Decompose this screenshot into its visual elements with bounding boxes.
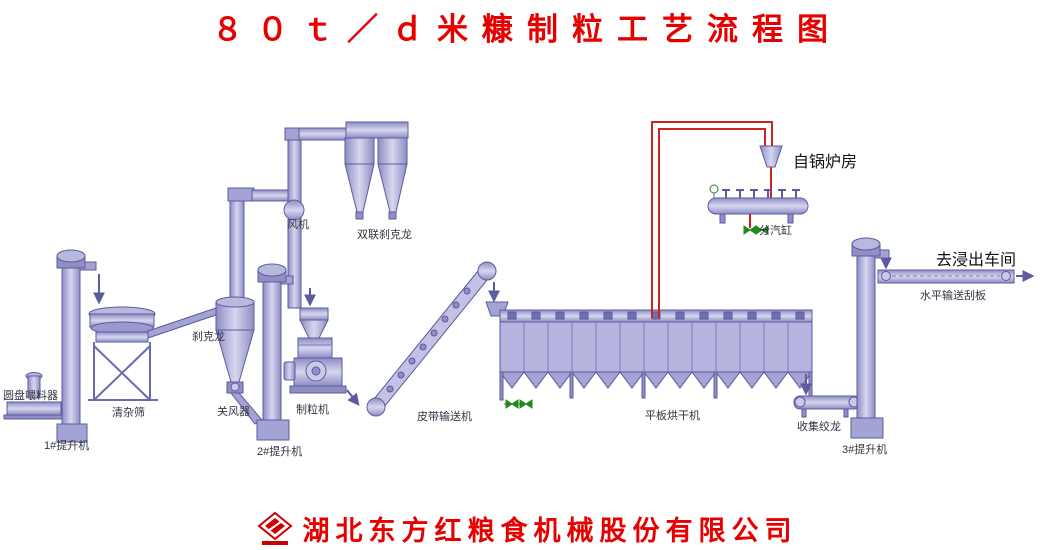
label-disc-feeder: 圆盘喂料器: [3, 388, 58, 402]
company-logo: [256, 511, 293, 545]
label-from-boiler: 自锅炉房: [793, 153, 857, 171]
cleaning-sieve: [88, 306, 158, 401]
label-horizontal-scraper: 水平输送刮板: [920, 288, 986, 302]
label-belt-conveyor: 皮带输送机: [417, 409, 472, 423]
belt-conveyor: [366, 261, 509, 417]
label-elevator-2: 2#提升机: [257, 444, 302, 458]
steam-pipes: [651, 121, 773, 318]
scraper-conveyor: [877, 269, 1035, 284]
label-cleaning-sieve: 清杂筛: [112, 405, 145, 419]
label-cyclone: 刹克龙: [192, 330, 225, 343]
company-name: 湖北东方红粮食机械股份有限公司: [302, 516, 798, 546]
dryer-condensate-valves: [504, 399, 533, 409]
label-collect-screw: 收集绞龙: [797, 419, 841, 433]
flat-dryer: [499, 309, 813, 401]
fan-duct: [283, 127, 350, 309]
page-title: ８０ｔ／ｄ米糠制粒工艺流程图: [212, 12, 842, 47]
footer: 湖北东方红粮食机械股份有限公司: [0, 509, 1054, 548]
boiler-inlet-funnel: [759, 145, 783, 168]
label-elevator-1: 1#提升机: [44, 438, 89, 452]
disc-feeder: [3, 372, 65, 420]
label-pellet-mill: 制粒机: [296, 402, 329, 416]
label-double-cyclone: 双联刹克龙: [357, 228, 412, 241]
elevator-1: [56, 249, 105, 443]
label-elevator-3: 3#提升机: [842, 442, 887, 456]
cyclone: [215, 187, 291, 425]
label-airlock: 关风器: [217, 404, 250, 418]
double-cyclone: [344, 121, 409, 220]
label-steam-header: 分汽缸: [759, 223, 792, 237]
label-to-extraction: 去浸出车间: [936, 251, 1016, 269]
collect-screw: [793, 374, 861, 418]
pellet-mill: [283, 307, 360, 406]
elevator-2: [256, 263, 316, 441]
label-fan: 风机: [287, 217, 309, 231]
elevator-3: [850, 237, 892, 439]
label-flat-dryer: 平板烘干机: [645, 408, 700, 422]
steam-cylinder: [707, 184, 809, 235]
